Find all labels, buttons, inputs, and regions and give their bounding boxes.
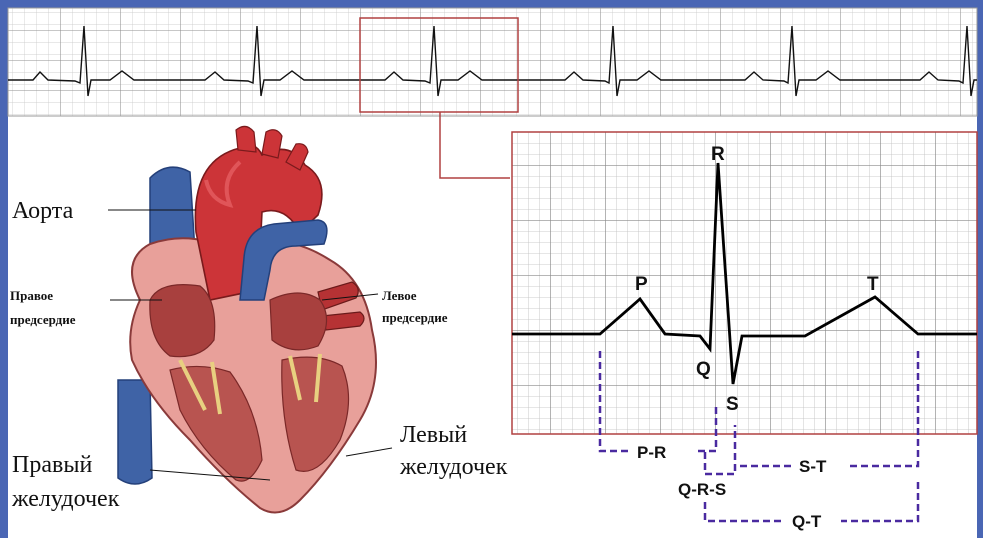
wave-label-p: P [635, 274, 648, 295]
left-atrium-chamber [270, 293, 327, 350]
label-left-ventricle-line1: Левый [400, 422, 467, 448]
label-aorta: Аорта [12, 198, 74, 224]
heart-illustration [118, 126, 376, 512]
right-atrium-chamber [150, 285, 215, 357]
label-left-atrium-line2: предсердие [382, 310, 448, 325]
label-right-atrium-line2: предсердие [10, 312, 76, 327]
interval-label-pr: P-R [637, 443, 666, 462]
label-right-ventricle-line1: Правый [12, 452, 92, 478]
zoom-connector-line [440, 112, 510, 178]
label-right-ventricle-line2: желудочек [11, 486, 120, 512]
interval-label-qt: Q-T [792, 512, 822, 531]
interval-label-qrs: Q-R-S [678, 480, 726, 499]
wave-label-s: S [726, 394, 739, 415]
wave-label-t: T [867, 274, 879, 295]
label-left-atrium-line1: Левое [382, 288, 417, 303]
ecg-enlarged-graph: R P T Q S [512, 132, 977, 434]
wave-label-q: Q [696, 359, 711, 380]
wave-label-r: R [711, 144, 725, 165]
vena-cava-inferior [118, 380, 152, 484]
label-left-ventricle-line2: желудочек [399, 454, 508, 480]
ecg-rhythm-strip [8, 8, 977, 116]
interval-label-st: S-T [799, 457, 827, 476]
label-right-atrium-line1: Правое [10, 288, 53, 303]
